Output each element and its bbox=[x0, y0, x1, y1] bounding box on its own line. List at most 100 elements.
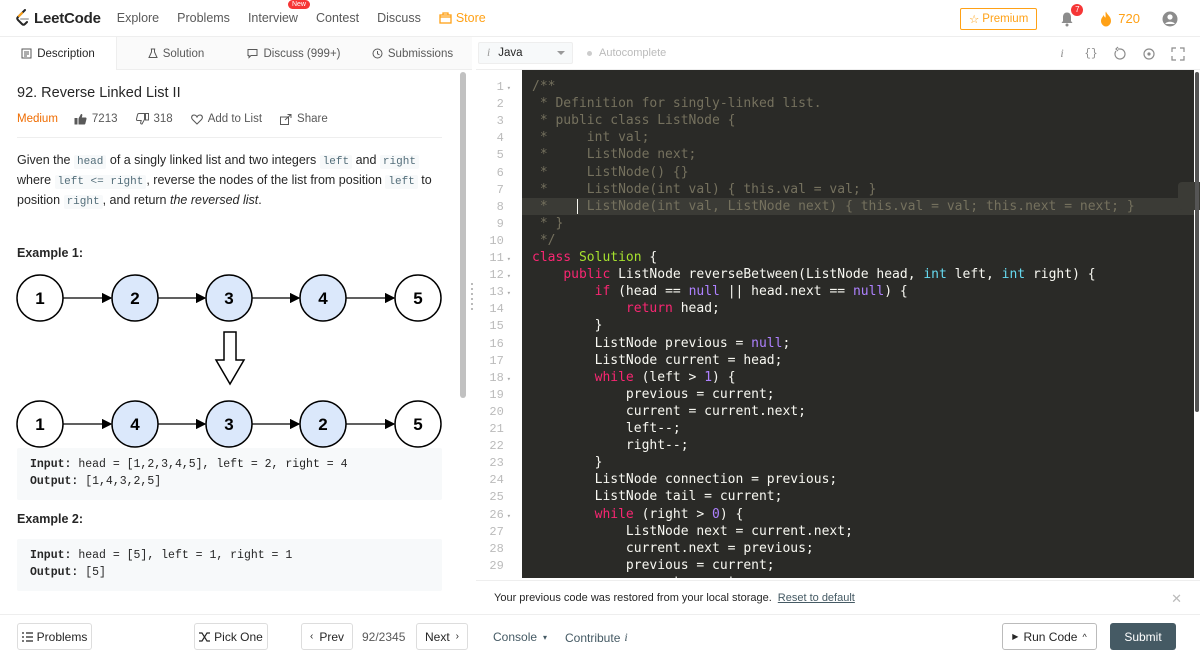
fullscreen-icon[interactable] bbox=[1170, 46, 1186, 62]
streak-counter[interactable]: 720 bbox=[1099, 11, 1140, 27]
likes-count: 7213 bbox=[91, 113, 118, 125]
pick-one-button[interactable]: Pick One bbox=[194, 623, 268, 650]
list-node bbox=[111, 400, 159, 448]
code-line: current = next; bbox=[532, 575, 743, 578]
tab-discuss[interactable]: Discuss (999+) bbox=[235, 37, 353, 70]
code-editor[interactable]: 1▾2▾3▾4▾5▾6▾7▾8▾9▾10▾11▾12▾13▾14▾15▾16▾1… bbox=[476, 70, 1200, 578]
bottom-bar: Problems Pick One ‹ Prev 92/2345 Next › … bbox=[0, 614, 1200, 658]
problem-pager: 92/2345 bbox=[362, 630, 406, 644]
avatar-icon[interactable] bbox=[1162, 11, 1178, 27]
like-button[interactable]: 7213 bbox=[74, 113, 118, 125]
console-button[interactable]: Console ▾ bbox=[493, 630, 547, 644]
code-line: * Definition for singly-linked list. bbox=[532, 96, 822, 112]
code-head: head bbox=[73, 155, 107, 169]
dislike-button[interactable]: 318 bbox=[135, 113, 173, 125]
heart-icon bbox=[190, 113, 203, 125]
share-button[interactable]: Share bbox=[280, 113, 328, 125]
tab-discuss-label: Discuss (999+) bbox=[263, 47, 341, 60]
problem-description-pane: 92. Reverse Linked List II Medium 7213 3… bbox=[0, 70, 462, 614]
next-button[interactable]: Next › bbox=[416, 623, 468, 650]
premium-label: Premium bbox=[982, 12, 1029, 25]
autocomplete-toggle[interactable]: Autocomplete bbox=[587, 47, 666, 59]
example-1-box: Input: head = [1,2,3,4,5], left = 2, rig… bbox=[17, 448, 442, 500]
nav-interview[interactable]: Interview New bbox=[248, 0, 310, 25]
code-left: left bbox=[385, 175, 418, 189]
tab-submissions[interactable]: Submissions bbox=[353, 37, 472, 70]
shuffle-icon bbox=[199, 631, 211, 642]
code-line: * int val; bbox=[532, 130, 650, 146]
output-label: Output: bbox=[30, 566, 79, 579]
text-cursor bbox=[577, 199, 578, 214]
tab-solution[interactable]: Solution bbox=[117, 37, 235, 70]
code-line: } bbox=[532, 455, 603, 471]
line-number: 25▾ bbox=[489, 490, 504, 505]
nav-problems[interactable]: Problems bbox=[177, 11, 230, 25]
tab-submissions-label: Submissions bbox=[387, 47, 454, 60]
notifications-button[interactable]: 7 bbox=[1059, 3, 1084, 27]
code-line: if (head == null || head.next == null) { bbox=[594, 284, 908, 300]
logo-text: LeetCode bbox=[34, 9, 101, 27]
problem-tabs: Description Solution Discuss (999+) Subm… bbox=[0, 37, 472, 70]
code-right: right bbox=[63, 195, 103, 209]
code-condition: left <= right bbox=[54, 175, 147, 189]
contribute-button[interactable]: Contribute i bbox=[565, 630, 628, 645]
description-scrollbar[interactable] bbox=[460, 72, 466, 398]
chevron-left-icon: ‹ bbox=[309, 631, 314, 642]
settings-icon[interactable] bbox=[1141, 46, 1157, 62]
flask-icon bbox=[147, 48, 158, 58]
list-node bbox=[16, 274, 64, 322]
editor-scrollbar[interactable] bbox=[1195, 72, 1199, 412]
tab-description[interactable]: Description bbox=[0, 37, 117, 70]
line-number: 10▾ bbox=[489, 233, 504, 248]
code-area[interactable]: /** * Definition for singly-linked list.… bbox=[522, 70, 1194, 578]
line-number: 14▾ bbox=[489, 302, 504, 317]
list-node-value: 3 bbox=[224, 289, 233, 308]
chat-icon bbox=[247, 49, 258, 59]
input-label: Input: bbox=[30, 549, 72, 562]
list-node bbox=[299, 400, 347, 448]
example-2-output: [5] bbox=[78, 566, 106, 579]
side-panel-handle[interactable] bbox=[1178, 182, 1200, 210]
nav-store[interactable]: Store bbox=[439, 11, 486, 25]
braces-icon[interactable]: {} bbox=[1084, 47, 1098, 60]
code-right: right bbox=[379, 155, 419, 169]
add-to-list-button[interactable]: Add to List bbox=[190, 113, 262, 125]
premium-button[interactable]: ☆ Premium bbox=[959, 7, 1038, 30]
bell-icon bbox=[1061, 12, 1073, 26]
problems-button[interactable]: Problems bbox=[17, 623, 92, 650]
list-node-value: 2 bbox=[130, 289, 139, 308]
store-icon bbox=[439, 12, 452, 24]
description-icon bbox=[21, 48, 32, 59]
thumbs-down-icon bbox=[135, 113, 149, 125]
code-line: while (left > 1) { bbox=[594, 369, 736, 385]
code-line: return head; bbox=[625, 301, 720, 317]
close-icon[interactable]: ✕ bbox=[1171, 591, 1182, 606]
example-1-title: Example 1: bbox=[17, 246, 84, 260]
info-icon[interactable]: i bbox=[1060, 46, 1064, 60]
submit-button[interactable]: Submit bbox=[1110, 623, 1176, 650]
chevron-right-icon: › bbox=[455, 631, 460, 642]
nav-explore[interactable]: Explore bbox=[116, 11, 160, 25]
prev-button[interactable]: ‹ Prev bbox=[301, 623, 353, 650]
line-number-gutter: 1▾2▾3▾4▾5▾6▾7▾8▾9▾10▾11▾12▾13▾14▾15▾16▾1… bbox=[476, 70, 522, 578]
tab-description-label: Description bbox=[37, 47, 95, 60]
code-line: ListNode previous = null; bbox=[532, 335, 791, 351]
code-line: right--; bbox=[532, 438, 689, 454]
reset-to-default-link[interactable]: Reset to default bbox=[777, 591, 855, 604]
nav-contest[interactable]: Contest bbox=[315, 11, 360, 25]
logo[interactable]: LeetCode bbox=[16, 9, 101, 27]
code-line: ListNode current = head; bbox=[532, 352, 783, 368]
pane-resize-handle[interactable] bbox=[470, 280, 474, 320]
list-node-value: 5 bbox=[413, 415, 422, 434]
nav-discuss[interactable]: Discuss bbox=[377, 11, 421, 25]
reset-icon[interactable] bbox=[1112, 46, 1128, 62]
desc-text: and bbox=[352, 153, 380, 167]
restore-notice-text: Your previous code was restored from you… bbox=[494, 591, 772, 604]
line-number: 5▾ bbox=[496, 148, 504, 163]
line-number: 26▾ bbox=[489, 507, 511, 522]
run-code-button[interactable]: ▶ Run Code ^ bbox=[1002, 623, 1097, 650]
chevron-up-icon: ^ bbox=[1082, 631, 1087, 642]
language-select[interactable]: i Java bbox=[478, 42, 573, 64]
example-1-output: [1,4,3,2,5] bbox=[78, 475, 162, 488]
